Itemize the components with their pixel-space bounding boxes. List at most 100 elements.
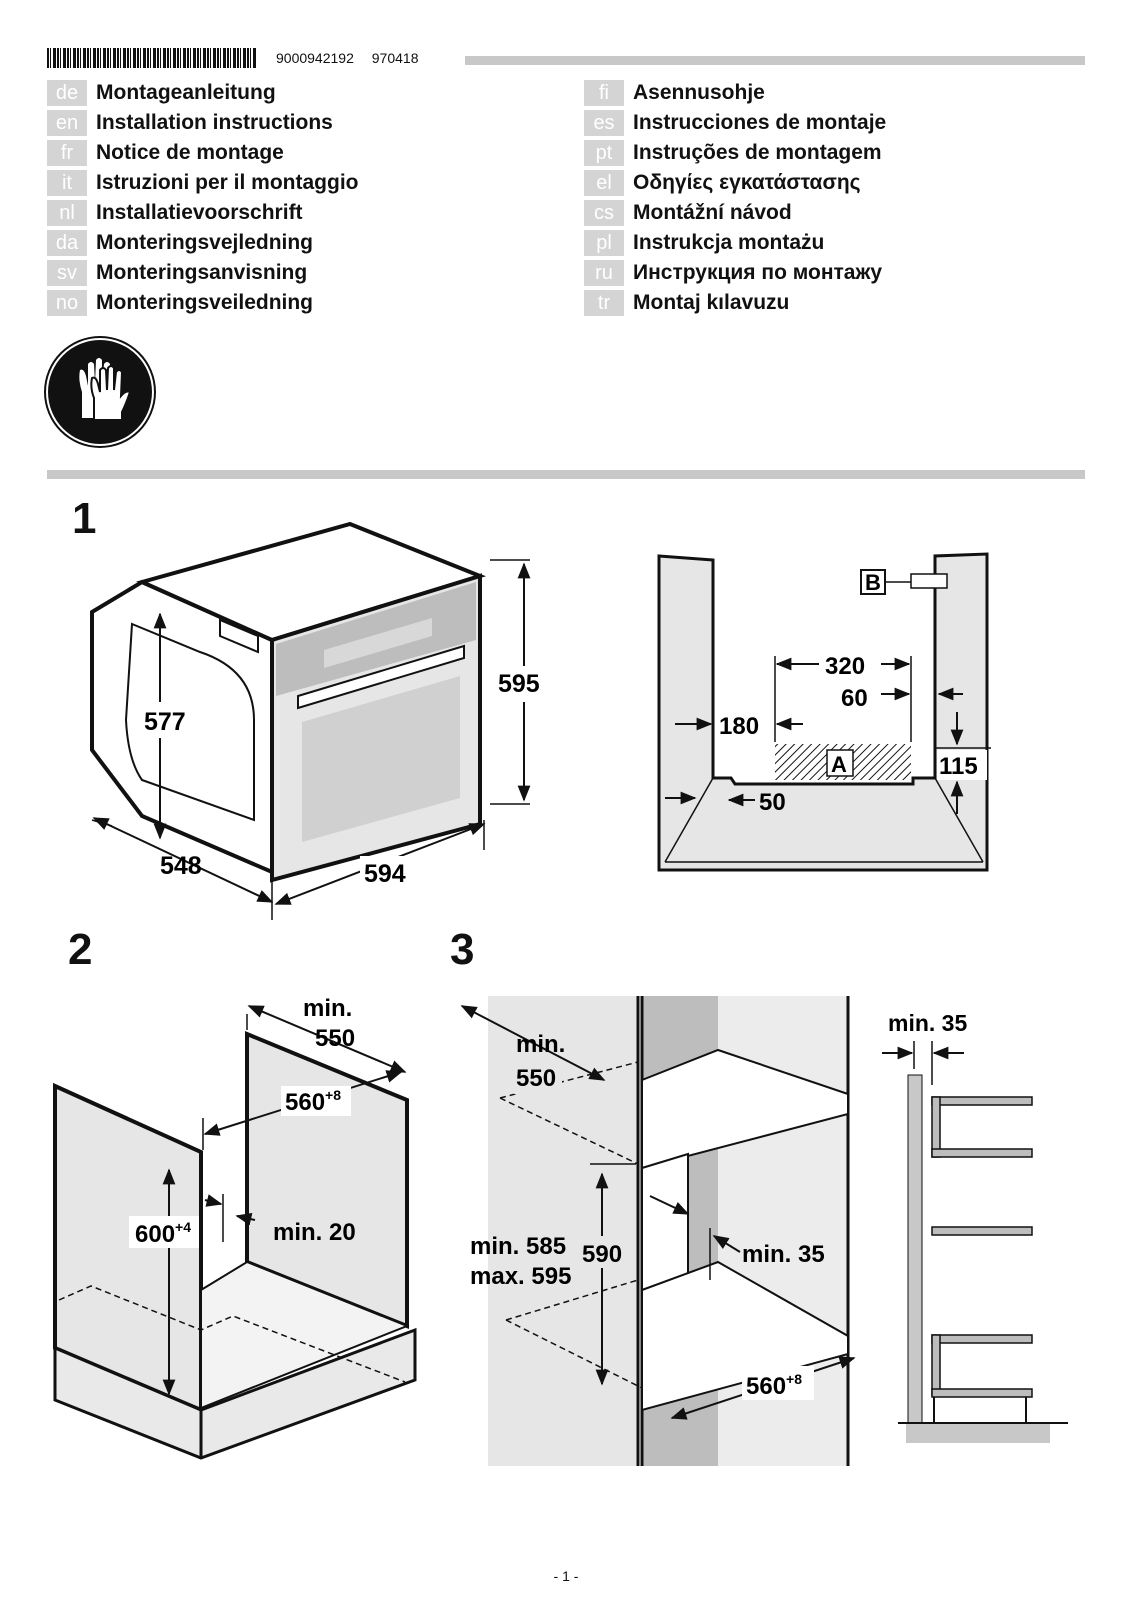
language-item: tr Montaj kılavuzu (584, 288, 886, 318)
fig3-depth: 550 (516, 1065, 556, 1092)
language-code: pl (584, 230, 624, 256)
base-cabinet-drawing: min. 550 560+8 600+4 min. 20 (53, 995, 417, 1460)
language-code: sv (47, 260, 87, 286)
fig3-side-gap: min. 35 (888, 1010, 967, 1036)
door-handle (297, 644, 465, 710)
upper-shelf (641, 1048, 849, 1170)
side-elevation-drawing: min. 35 (882, 1010, 1068, 1443)
language-item: cs Montážní návod (584, 198, 886, 228)
wall-section (907, 1074, 923, 1428)
language-title: Istruzioni per il montaggio (96, 171, 359, 194)
language-title: Montaj kılavuzu (633, 291, 790, 314)
niche-section-drawing: A B 320 60 180 115 50 (657, 552, 991, 872)
dim-115: 115 (939, 753, 978, 780)
gloves-icon (48, 340, 152, 444)
language-title: Instrucciones de montaje (633, 111, 887, 134)
label-a: A (831, 752, 847, 777)
fig3-height-max: max. 595 (470, 1263, 571, 1290)
language-title: Monteringsveiledning (96, 291, 314, 314)
language-title: Installation instructions (96, 111, 333, 134)
page-number: - 1 - (553, 1568, 579, 1584)
label-b: B (865, 570, 881, 595)
language-title: Instruções de montagem (633, 141, 882, 164)
bracket-b (910, 573, 948, 589)
dim-320: 320 (825, 653, 865, 680)
language-title: Notice de montage (96, 141, 284, 164)
language-code: fr (47, 140, 87, 166)
language-title: Инструкция по монтажу (633, 261, 883, 284)
dim-548: 548 (160, 852, 202, 880)
fig3-gap: min. 35 (742, 1241, 825, 1268)
figure-number-1: 1 (72, 494, 97, 543)
language-code: en (47, 110, 87, 136)
shelf-2 (931, 1148, 1033, 1158)
fig3-height-min: min. 585 (470, 1233, 566, 1260)
barcode (47, 48, 257, 68)
language-code: de (47, 80, 87, 106)
header-rule (465, 56, 1085, 65)
language-code: el (584, 170, 624, 196)
fig2-min: min. (303, 995, 352, 1022)
fig2-depth: 550 (315, 1025, 355, 1052)
language-code: no (47, 290, 87, 316)
language-item: sv Monteringsanvisning (47, 258, 359, 288)
gloves-icon-svg (79, 358, 132, 421)
display (324, 618, 432, 668)
cabinet-side-panel (488, 996, 638, 1466)
dim-180: 180 (719, 713, 759, 740)
fig3-height-590: 590 (582, 1241, 622, 1268)
language-title: Monteringsvejledning (96, 231, 314, 254)
fig2-gap: min. 20 (273, 1219, 356, 1246)
dim-595: 595 (498, 670, 540, 698)
language-code: da (47, 230, 87, 256)
fig3-min: min. (516, 1031, 565, 1058)
document-codes: 9000942192 970418 (276, 50, 432, 66)
language-title: Asennusohje (633, 81, 765, 104)
language-code: es (584, 110, 624, 136)
shelf-3 (931, 1226, 1033, 1236)
language-item: pt Instruções de montagem (584, 138, 886, 168)
language-item: en Installation instructions (47, 108, 359, 138)
language-title: Montážní návod (633, 201, 792, 224)
tall-cabinet-drawing: min. 550 590 min. 585 max. 595 min. 35 5… (460, 996, 856, 1466)
language-code: it (47, 170, 87, 196)
section-rule (47, 470, 1085, 479)
shelf-5 (931, 1388, 1033, 1398)
cabinet-floor (200, 1260, 410, 1410)
niche-outline (657, 552, 989, 872)
language-code: tr (584, 290, 624, 316)
language-item: es Instrucciones de montaje (584, 108, 886, 138)
language-code: pt (584, 140, 624, 166)
language-title: Οδηγίες εγκατάστασης (633, 171, 861, 194)
language-title: Installatievoorschrift (96, 201, 303, 224)
language-item: no Monteringsveiledning (47, 288, 359, 318)
doc-number: 9000942192 (276, 50, 354, 66)
language-code: ru (584, 260, 624, 286)
language-title: Montageanleitung (96, 81, 276, 104)
side-outline (124, 622, 255, 822)
shelf-1 (931, 1096, 1033, 1106)
rear-vent (219, 618, 259, 654)
figure-number-3: 3 (450, 925, 475, 974)
date-code: 970418 (371, 50, 419, 66)
language-item: el Οδηγίες εγκατάστασης (584, 168, 886, 198)
language-item: da Monteringsvejledning (47, 228, 359, 258)
language-code: cs (584, 200, 624, 226)
floor-plinth (906, 1423, 1050, 1443)
dim-577: 577 (144, 708, 186, 736)
language-item: pl Instrukcja montażu (584, 228, 886, 258)
oven-dimension-drawing: 577 595 548 594 (90, 521, 550, 920)
language-title: Instrukcja montażu (633, 231, 825, 254)
language-item: ru Инструкция по монтажу (584, 258, 886, 288)
dim-50: 50 (759, 789, 786, 816)
language-title: Monteringsanvisning (96, 261, 308, 284)
oven-window (302, 676, 460, 842)
dim-594: 594 (364, 860, 406, 888)
shelf-4 (931, 1334, 1033, 1344)
fig2-width: 560+8 (285, 1087, 341, 1116)
language-item: it Istruzioni per il montaggio (47, 168, 359, 198)
fig3-width: 560+8 (746, 1371, 802, 1400)
